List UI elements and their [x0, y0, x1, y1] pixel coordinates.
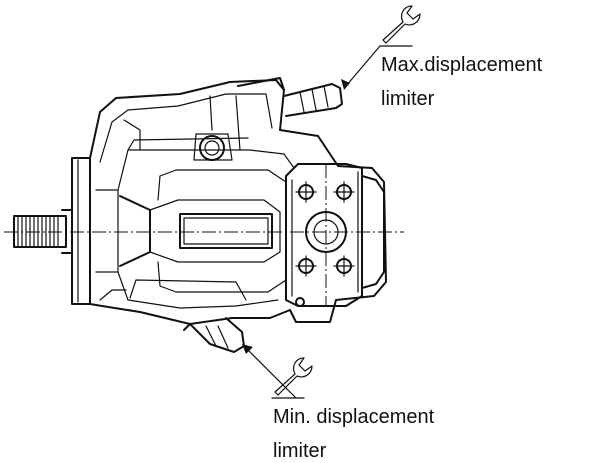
bolt-holes — [295, 181, 355, 277]
min-displacement-limiter — [183, 317, 245, 353]
wrench-icon — [382, 5, 421, 44]
mounting-flange — [71, 157, 91, 305]
pump-housing — [89, 79, 387, 325]
port-plate — [285, 163, 385, 307]
centerlines — [4, 164, 404, 306]
min-displacement-callout: Min. displacement limiter — [242, 344, 435, 462]
max-displacement-callout: Max.displacement limiter — [341, 5, 543, 110]
min-limiter-label-line2: limiter — [273, 440, 327, 462]
max-limiter-label-line2: limiter — [381, 88, 435, 110]
wrench-icon — [274, 357, 313, 396]
max-displacement-limiter — [237, 77, 343, 117]
min-limiter-label-line1: Min. displacement — [273, 406, 435, 428]
max-limiter-label-line1: Max.displacement — [381, 54, 543, 76]
